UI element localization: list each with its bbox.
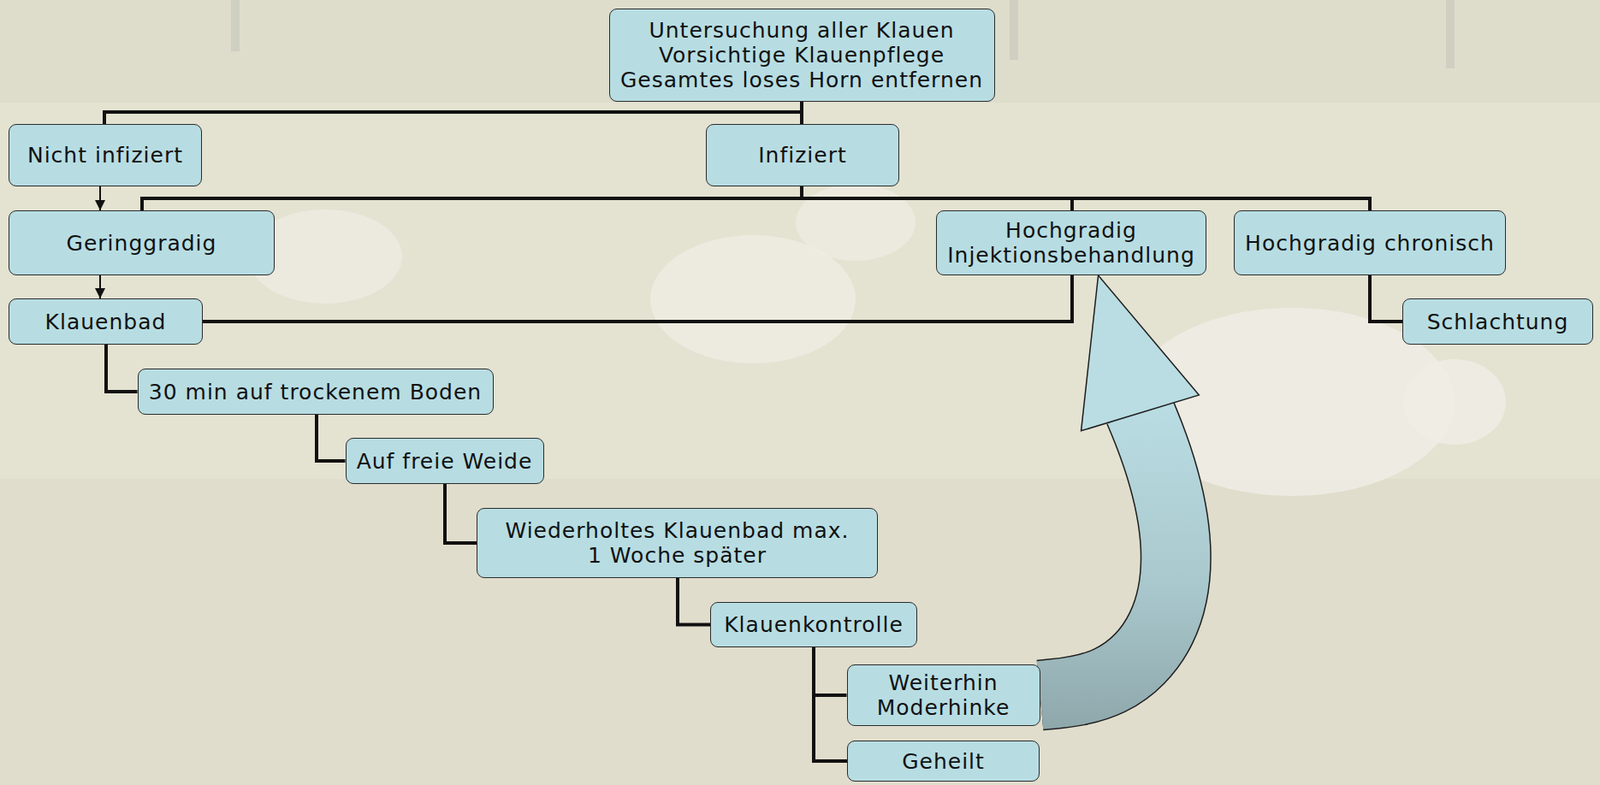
- connector-line: [104, 101, 802, 125]
- box-text: Vorsichtige Klauenpflege: [658, 42, 945, 68]
- box-text: Hochgradig: [1005, 218, 1138, 243]
- grass-band: [0, 479, 1600, 785]
- connector-line: [444, 484, 477, 544]
- connector-path: [677, 578, 711, 626]
- connector-line: [813, 647, 848, 762]
- connector-path: [104, 101, 802, 125]
- process-box: 30 min auf trockenem Boden: [137, 368, 494, 415]
- process-box: Klauenbad: [8, 298, 203, 345]
- fence-post: [1445, 0, 1455, 69]
- connector-path: [316, 414, 346, 462]
- connector-path: [800, 101, 804, 125]
- connector-line: [801, 101, 803, 125]
- sheep-shape: [795, 183, 916, 261]
- process-box: Wiederholtes Klauenbad max. 1 Woche spät…: [476, 508, 878, 579]
- connector-path: [801, 186, 1370, 211]
- fence-post: [231, 0, 240, 52]
- process-box: Geheilt: [847, 740, 1040, 783]
- connector-line: [100, 275, 101, 299]
- connector-path: [813, 647, 848, 696]
- arrow-outline: [1040, 410, 1177, 696]
- arrow-head: [1081, 275, 1200, 432]
- box-text: Gesamtes loses Horn entfernen: [620, 67, 984, 93]
- connector-path: [1369, 275, 1403, 322]
- connector-line: [142, 186, 802, 211]
- connector-path: [106, 344, 138, 392]
- box-text: Schlachtung: [1427, 309, 1570, 335]
- connector-line: [813, 647, 848, 696]
- box-text: Geringgradig: [66, 231, 218, 256]
- process-box: Weiterhin Moderhinke: [847, 664, 1041, 727]
- connector-path: [444, 484, 477, 544]
- box-text: Klauenbad: [45, 309, 167, 335]
- box-text: 30 min auf trockenem Boden: [148, 379, 482, 405]
- connector-line: [316, 414, 346, 462]
- box-text: Klauenkontrolle: [723, 612, 904, 638]
- process-box: HochgradigInjektionsbehandlung: [936, 210, 1207, 276]
- process-box: Klauenkontrolle: [710, 602, 918, 648]
- box-text: Untersuchung aller Klauen: [648, 17, 955, 43]
- box-text: Hochgradig chronisch: [1244, 231, 1495, 256]
- process-box: Nicht infiziert: [8, 124, 202, 187]
- box-text: Auf freie Weide: [356, 449, 534, 475]
- box-text: Injektionsbehandlung: [947, 242, 1196, 268]
- fence-post: [1009, 0, 1019, 60]
- process-box: Hochgradig chronisch: [1233, 210, 1506, 276]
- arrow-body: [1040, 410, 1177, 696]
- process-box: Infiziert: [705, 124, 900, 187]
- connector-line: [677, 578, 711, 626]
- connector-line: [100, 186, 101, 211]
- connector-path: [99, 275, 101, 299]
- connector-path: [813, 647, 848, 762]
- box-text: Wiederholtes Klauenbad max. 1 Woche spät…: [497, 518, 858, 569]
- box-text: Nicht infiziert: [27, 142, 184, 168]
- process-box: Auf freie Weide: [345, 438, 545, 485]
- box-text: Infiziert: [758, 142, 848, 168]
- connector-path: [202, 275, 1073, 322]
- connector-path: [99, 186, 101, 211]
- connector-line: [106, 344, 138, 392]
- connector-line: [1369, 275, 1403, 322]
- connector-line: [801, 186, 1370, 211]
- box-text: Geheilt: [901, 749, 985, 775]
- connector-path: [142, 186, 802, 211]
- process-box: Schlachtung: [1402, 298, 1594, 345]
- photo-background: [0, 0, 1600, 103]
- sheep-shape: [1403, 359, 1506, 445]
- connector-line: [202, 275, 1073, 322]
- process-box: Untersuchung aller KlauenVorsichtige Kla…: [609, 8, 996, 102]
- process-box: Geringgradig: [8, 210, 275, 276]
- box-text: Weiterhin Moderhinke: [858, 670, 1030, 721]
- block-arrow: [1040, 275, 1200, 696]
